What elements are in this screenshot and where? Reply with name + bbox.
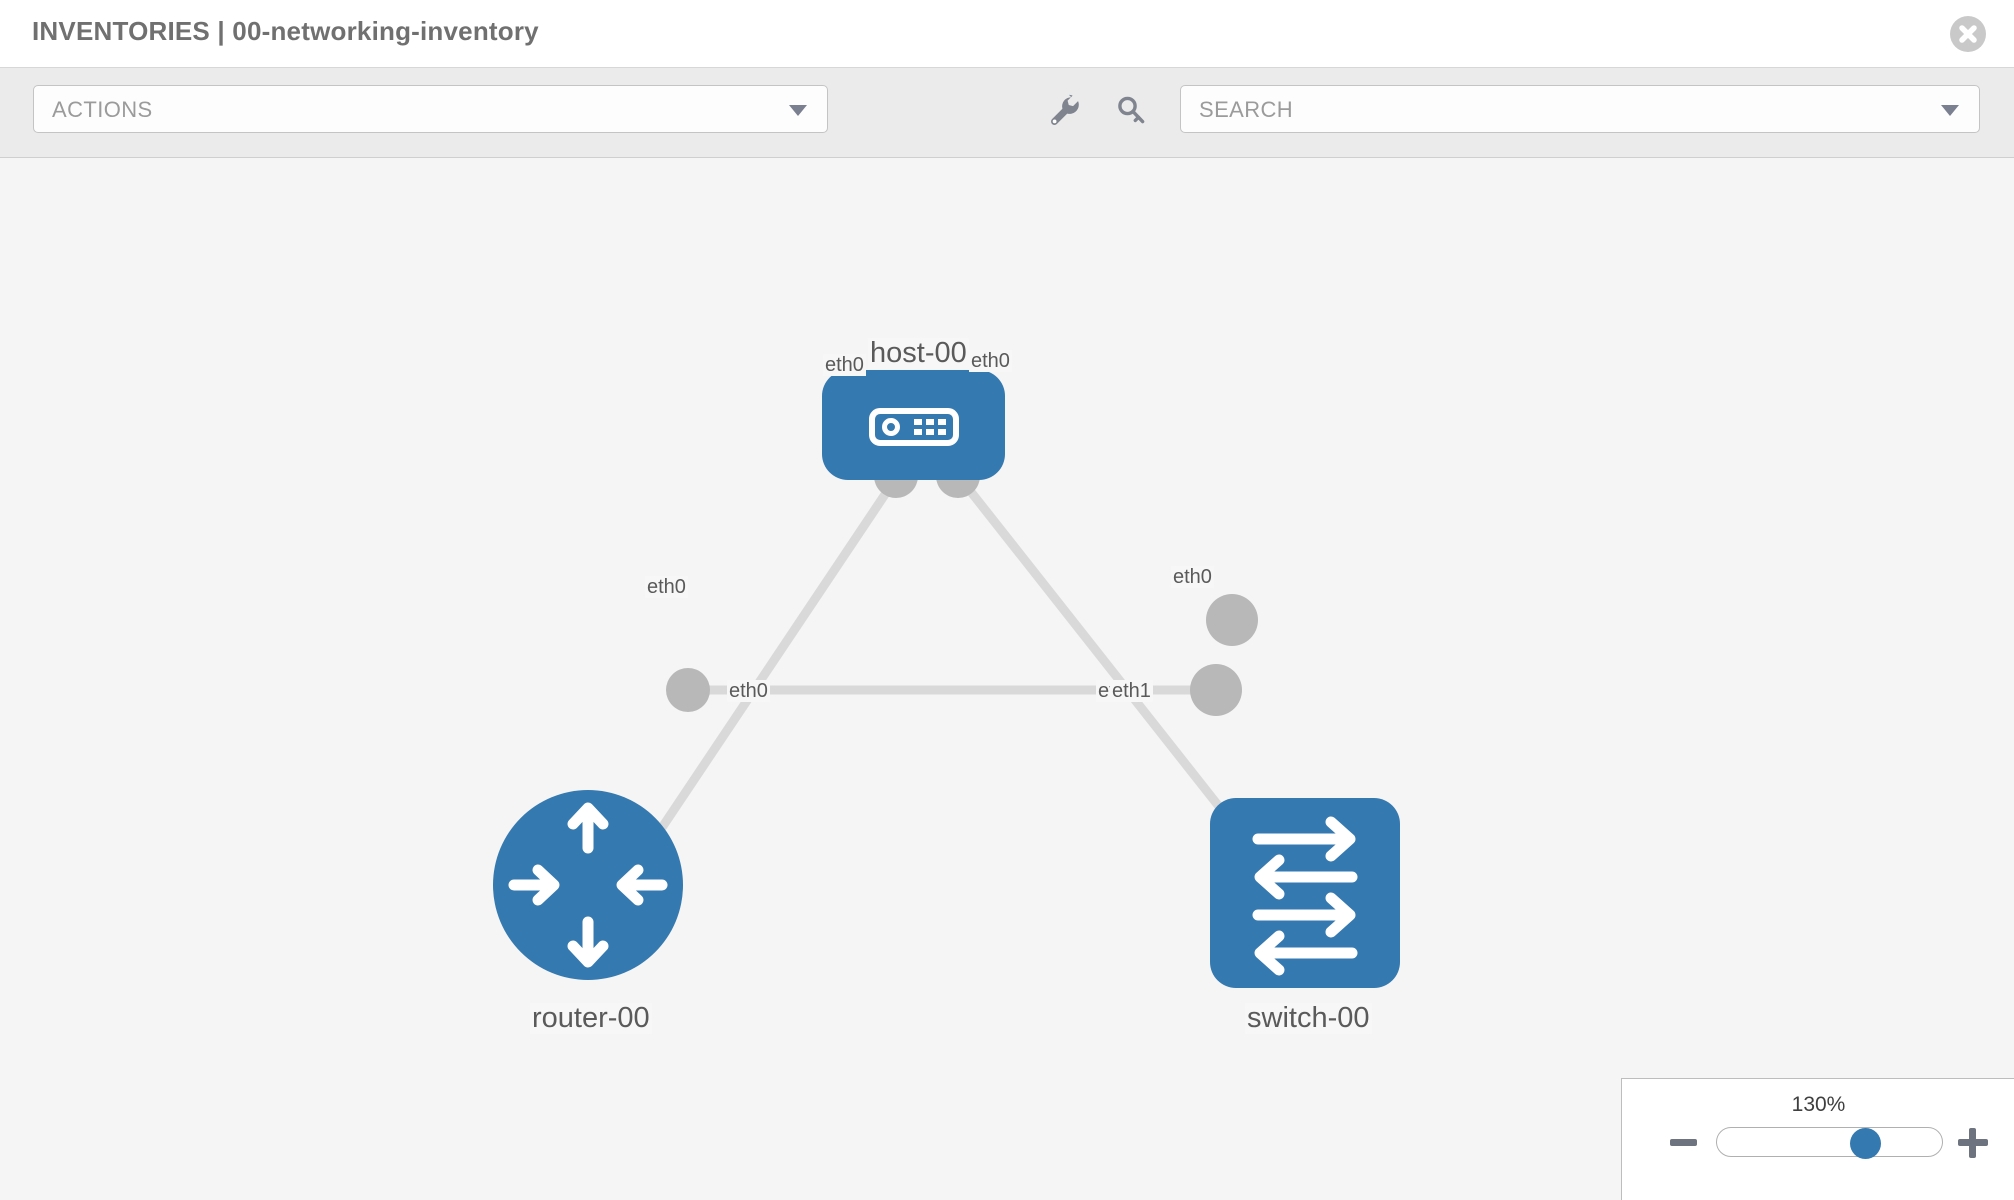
zoom-control-panel: 130%: [1621, 1078, 2014, 1200]
topology-graph[interactable]: [0, 158, 2014, 1200]
zoom-out-button[interactable]: [1670, 1139, 1697, 1146]
search-input[interactable]: SEARCH: [1180, 85, 1980, 133]
switch-arrows-icon: [1252, 816, 1358, 976]
actions-dropdown[interactable]: ACTIONS: [33, 85, 828, 133]
iface-label-switch00-eth0-uplink: eth0: [1171, 566, 1214, 588]
actions-dropdown-label: ACTIONS: [52, 97, 153, 122]
node-router-00[interactable]: [493, 790, 683, 980]
iface-label-host00-eth0-left: eth0: [823, 354, 866, 376]
iface-label-router00-eth0: eth0: [727, 680, 770, 702]
node-switch-00[interactable]: [1210, 798, 1400, 988]
chevron-down-icon: [1941, 105, 1959, 116]
zoom-percent-label: 130%: [1791, 1093, 1846, 1116]
zoom-slider-track[interactable]: [1716, 1127, 1943, 1157]
zoom-in-button[interactable]: [1958, 1128, 1988, 1158]
node-label-router-00: router-00: [530, 1002, 652, 1034]
link-edges: [651, 475, 1236, 841]
router-arrows-icon: [508, 802, 668, 968]
topology-canvas[interactable]: host-00 router-00 switch-00 eth0 eth0 et…: [0, 158, 2014, 1200]
link-host00-router00: [651, 475, 900, 841]
node-host-00[interactable]: [822, 370, 1005, 480]
close-icon[interactable]: [1950, 16, 1986, 52]
port-switch00-eth0: [1206, 594, 1258, 646]
link-host00-switch00: [956, 475, 1236, 826]
wrench-icon[interactable]: [1047, 94, 1081, 128]
node-label-switch-00: switch-00: [1245, 1002, 1372, 1034]
server-icon: [869, 408, 959, 446]
iface-label-switch00-eth1: eth1: [1110, 680, 1153, 702]
search-placeholder: SEARCH: [1199, 97, 1294, 122]
key-icon[interactable]: [1114, 94, 1148, 128]
iface-label-host00-eth0-right: eth0: [969, 350, 1012, 372]
iface-label-router00-eth0-uplink: eth0: [645, 576, 688, 598]
port-router00-eth0: [666, 668, 710, 712]
chevron-down-icon: [789, 105, 807, 116]
port-switch00-eth1: [1190, 664, 1242, 716]
zoom-slider-thumb[interactable]: [1850, 1128, 1881, 1159]
node-label-host-00: host-00: [868, 337, 969, 369]
port-connectors: [666, 454, 1258, 716]
page-header: INVENTORIES | 00-networking-inventory: [0, 0, 2014, 68]
page-title: INVENTORIES | 00-networking-inventory: [32, 16, 539, 46]
